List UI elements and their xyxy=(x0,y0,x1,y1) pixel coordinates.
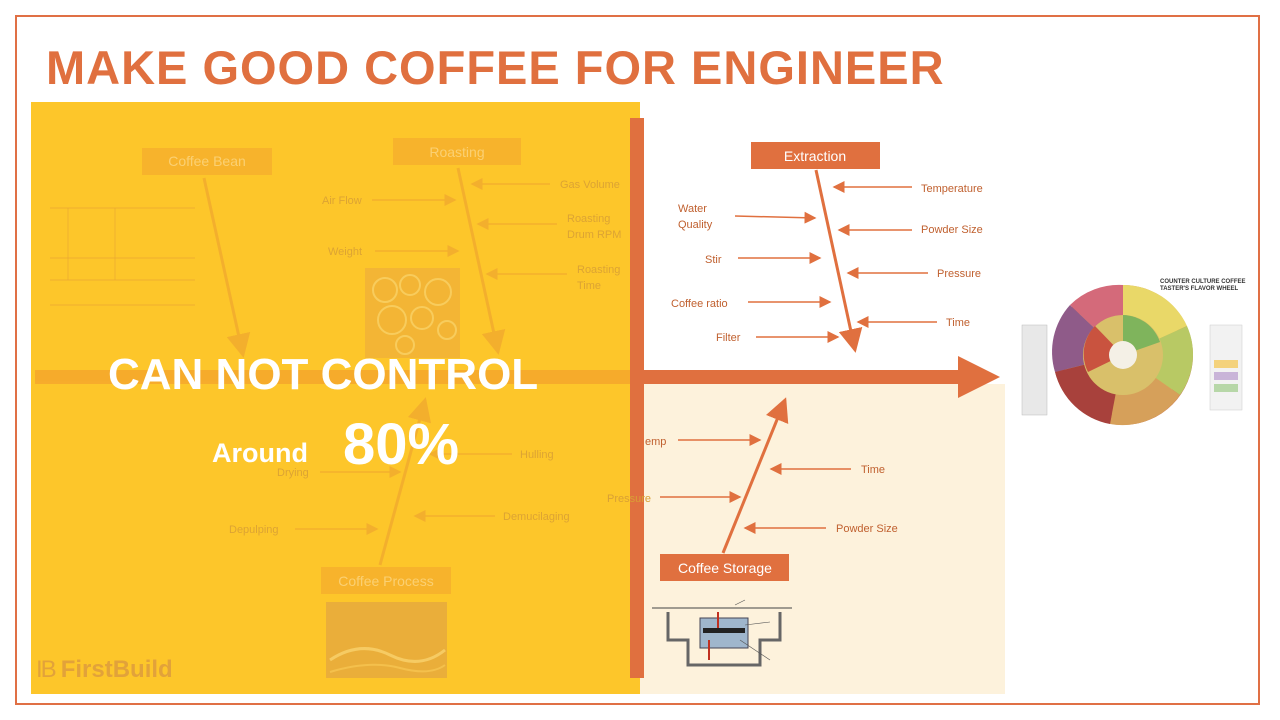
extraction-box xyxy=(751,142,880,169)
extraction-cause-temperature: Temperature xyxy=(921,183,983,195)
roasting-cause-roasting: Roasting xyxy=(567,213,610,225)
flavor-wheel-line1: COUNTER CULTURE COFFEE xyxy=(1160,279,1246,285)
faded-content: Coffee Bean Roasting Gas Volume Air Flow… xyxy=(35,138,635,678)
coffee-bean-box xyxy=(142,148,272,175)
process-cause-demucilaging: Demucilaging xyxy=(503,511,570,523)
storage-cause-pressure: Pressure xyxy=(607,493,651,505)
roasting-label: Roasting xyxy=(429,144,484,160)
process-cause-hulling: Hulling xyxy=(520,449,554,461)
extraction-cause-stir: Stir xyxy=(705,254,722,266)
extraction-cause-coffee-ratio: Coffee ratio xyxy=(671,298,728,310)
extraction-bone xyxy=(814,169,863,353)
uncontrollable-overlay xyxy=(31,102,640,694)
coffee-storage-label: Coffee Storage xyxy=(678,560,772,576)
overlay-headline: CAN NOT CONTROL xyxy=(108,350,538,399)
storage-cause-time: Time xyxy=(861,464,885,476)
coffee-bean-label: Coffee Bean xyxy=(168,153,246,169)
control-divider xyxy=(630,118,644,678)
coffee-bean-table xyxy=(50,207,195,306)
storage-valve-diagram xyxy=(652,599,792,667)
main-spine-right xyxy=(640,370,960,384)
roasting-image-texture xyxy=(372,274,457,355)
coffee-storage-box xyxy=(660,554,789,581)
coffee-process-image xyxy=(326,602,447,678)
coffee-storage-bone xyxy=(721,397,789,554)
overlay-around: Around xyxy=(212,438,308,468)
extraction-cause-powder-size: Powder Size xyxy=(921,224,983,236)
main-spine-arrowhead xyxy=(958,356,1000,398)
flavor-wheel-line2: TASTER'S FLAVOR WHEEL xyxy=(1160,286,1239,292)
extraction-cause-water: Water xyxy=(678,203,707,215)
roasting-box xyxy=(393,138,521,165)
firstbuild-icon: IB xyxy=(36,656,57,683)
coffee-process-box xyxy=(321,567,451,594)
firstbuild-name: FirstBuild xyxy=(60,656,173,683)
extraction-label: Extraction xyxy=(784,148,846,164)
storage-cause-powder-size: Powder Size xyxy=(836,523,898,535)
roasting-cause-air-flow: Air Flow xyxy=(322,195,362,207)
roasting-cause-drum-rpm: Drum RPM xyxy=(567,229,621,241)
flavor-wheel-legend-left xyxy=(1021,324,1048,416)
process-cause-depulping: Depulping xyxy=(229,524,279,536)
storage-region xyxy=(640,384,1005,694)
roasting-cause-roasting-2: Roasting xyxy=(577,264,620,276)
extraction-cause-pressure: Pressure xyxy=(937,268,981,280)
extraction-cause-filter: Filter xyxy=(716,332,741,344)
coffee-process-label: Coffee Process xyxy=(338,573,433,589)
extraction-cause-time: Time xyxy=(946,317,970,329)
slide-title: MAKE GOOD COFFEE FOR ENGINEER xyxy=(46,41,945,94)
main-spine-faded xyxy=(35,370,635,384)
overlay-percent: 80% xyxy=(343,412,459,477)
roasting-cause-time: Time xyxy=(577,280,601,292)
slide-border xyxy=(15,15,1260,705)
coffee-process-bone xyxy=(378,397,432,566)
roasting-cause-gas-volume: Gas Volume xyxy=(560,179,620,191)
storage-cause-temp: emp xyxy=(645,436,666,448)
process-cause-drying: Drying xyxy=(277,467,309,479)
roasting-cause-weight: Weight xyxy=(328,246,362,258)
roasting-bone xyxy=(456,167,506,355)
extraction-cause-quality: Quality xyxy=(678,219,713,231)
coffee-bean-bone xyxy=(202,177,251,358)
flavor-wheel-image: COUNTER CULTURE COFFEE TASTER'S FLAVOR W… xyxy=(1021,279,1246,426)
